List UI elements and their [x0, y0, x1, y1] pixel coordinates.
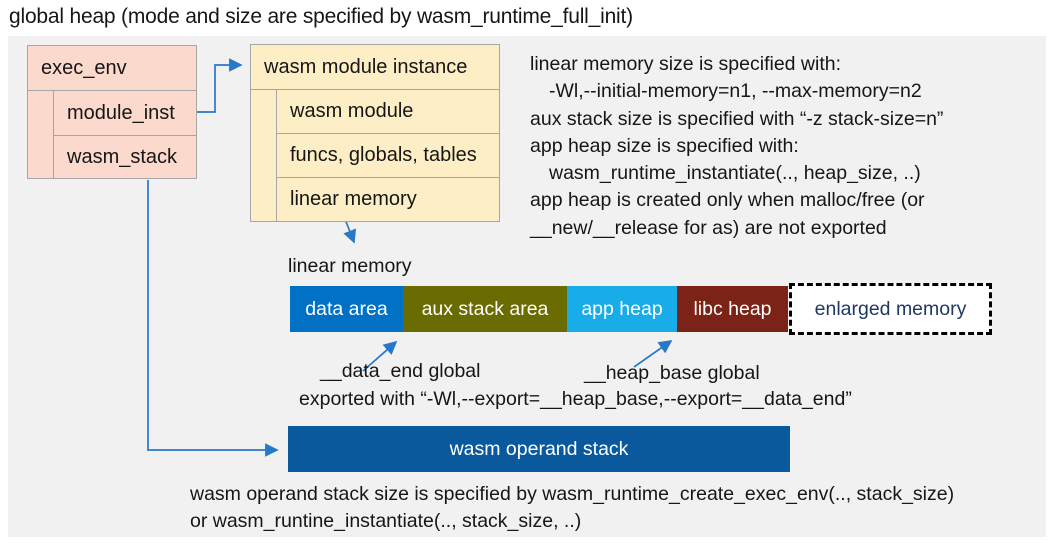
instance-row-linear-memory: linear memory: [276, 178, 499, 221]
wasm-module-instance-header: wasm module instance: [251, 45, 499, 90]
instance-row-funcs-globals-tables: funcs, globals, tables: [276, 134, 499, 178]
note-line: or wasm_runtine_instantiate(.., stack_si…: [190, 509, 582, 532]
instance-row-wasm-module: wasm module: [276, 90, 499, 134]
note-line: app heap is created only when malloc/fre…: [530, 189, 925, 212]
export-note: exported with “-Wl,--export=__heap_base,…: [299, 388, 852, 410]
wasm-module-instance-box: wasm module instance wasm module funcs, …: [250, 44, 500, 222]
exec-env-row-wasm-stack: wasm_stack: [53, 136, 196, 179]
segment-app-heap: app heap: [567, 286, 677, 332]
segment-enlarged-memory: enlarged memory: [789, 283, 992, 335]
segment-aux-stack-area: aux stack area: [403, 286, 567, 332]
note-line: wasm operand stack size is specified by …: [190, 483, 955, 505]
wasm-operand-stack-bar: wasm operand stack: [288, 426, 790, 472]
note-line: -Wl,--initial-memory=n1, --max-memory=n2: [549, 80, 922, 103]
note-line: linear memory size is specified with:: [530, 53, 842, 75]
memory-size-notes: linear memory size is specified with: -W…: [530, 51, 943, 242]
exec-env-header: exec_env: [28, 46, 196, 91]
note-line: __new/__release for as) are not exported: [530, 216, 887, 239]
segment-libc-heap: libc heap: [677, 286, 788, 332]
page-title: global heap (mode and size are specified…: [9, 5, 633, 28]
linear-memory-label: linear memory: [288, 255, 412, 277]
segment-data-area: data area: [290, 286, 403, 332]
exec-env-box: exec_env module_inst wasm_stack: [27, 45, 197, 179]
exec-env-row-module-inst: module_inst: [53, 91, 196, 136]
heap-base-global-label: __heap_base global: [584, 362, 760, 384]
note-line: app heap size is specified with:: [530, 134, 799, 157]
operand-stack-notes: wasm operand stack size is specified by …: [190, 481, 954, 534]
data-end-global-label: __data_end global: [320, 360, 481, 382]
note-line: aux stack size is specified with “-z sta…: [530, 107, 944, 130]
note-line: wasm_runtime_instantiate(.., heap_size, …: [549, 162, 921, 185]
